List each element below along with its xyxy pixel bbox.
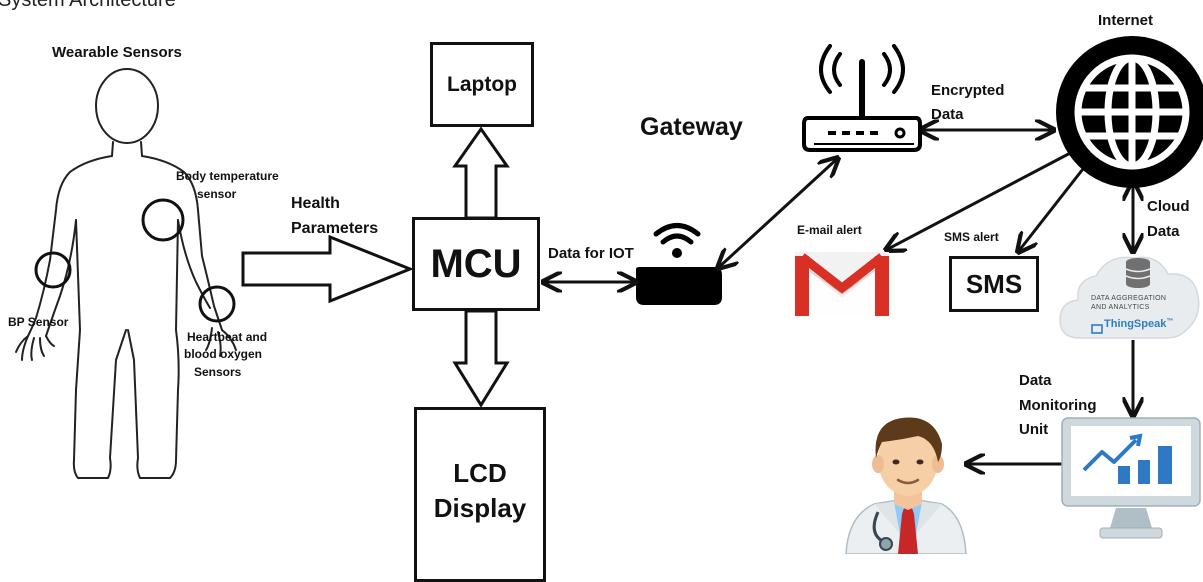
wearable-sensors-heading: Wearable Sensors (52, 44, 182, 61)
lcd-label-line1: LCD (453, 458, 507, 488)
health-parameters-line1: Health (291, 195, 340, 212)
mcu-to-lcd-arrow (452, 309, 510, 408)
connector-lines (0, 0, 1203, 567)
globe-icon (1056, 36, 1203, 188)
thingspeak-line1: DATA AGGREGATION (1091, 295, 1167, 302)
diagram-title: System Architecture (0, 0, 176, 11)
heartbeat-sensor-marker (198, 285, 236, 323)
email-alert-label: E-mail alert (797, 223, 862, 237)
router-icon (802, 44, 922, 152)
heartbeat-label-line2: blood oxygen (184, 347, 262, 361)
sms-box-label: SMS (965, 268, 1023, 299)
bp-sensor-marker (34, 251, 72, 289)
monitor-icon (1061, 417, 1201, 539)
thingspeak-line2: AND ANALYTICS (1091, 304, 1150, 311)
body-temp-label-line2: sensor (197, 187, 237, 201)
encrypted-data-line1: Encrypted (931, 82, 1005, 99)
body-temp-sensor-marker (141, 198, 185, 242)
gmail-icon (795, 252, 889, 316)
laptop-box: Laptop (430, 42, 534, 127)
sms-box: SMS (949, 256, 1039, 312)
mcu-to-laptop-arrow (452, 126, 510, 220)
sensor-markers (34, 198, 236, 323)
wifi-gateway-link (718, 158, 838, 268)
encrypted-data-line2: Data (931, 106, 964, 123)
thingspeak-brand: ThingSpeak™ (1104, 318, 1173, 331)
cloud-data-line1: Cloud (1147, 198, 1190, 215)
thingspeak-brand-text: ThingSpeak (1104, 318, 1167, 330)
gateway-label: Gateway (640, 113, 743, 141)
health-parameters-arrow (241, 235, 415, 304)
internet-email-link (886, 148, 1077, 250)
data-monitoring-line2: Monitoring (1019, 397, 1097, 414)
heartbeat-label-line1: Heartbeat and (187, 330, 268, 344)
thingspeak-tm: ™ (1166, 318, 1174, 325)
lcd-display-box: LCD Display (414, 407, 546, 582)
wifi-module-icon (636, 223, 722, 305)
data-monitoring-line1: Data (1019, 372, 1052, 389)
doctor-icon (845, 417, 967, 554)
lcd-label-line2: Display (433, 493, 527, 523)
sms-alert-label: SMS alert (944, 230, 999, 244)
cloud-data-line2: Data (1147, 223, 1180, 240)
thingspeak-cloud-icon (1059, 256, 1200, 339)
mcu-label: MCU (430, 241, 522, 286)
heartbeat-label-line3: Sensors (194, 365, 242, 379)
bp-sensor-label: BP Sensor (8, 315, 69, 329)
human-body-outline (15, 68, 237, 479)
laptop-label: Laptop (447, 72, 517, 96)
data-for-iot-label: Data for IOT (548, 245, 634, 262)
data-monitoring-line3: Unit (1019, 421, 1049, 438)
internet-sms-link (1018, 159, 1092, 252)
health-parameters-line2: Parameters (291, 220, 379, 237)
internet-label: Internet (1098, 12, 1154, 29)
body-temp-label-line1: Body temperature (176, 169, 279, 183)
